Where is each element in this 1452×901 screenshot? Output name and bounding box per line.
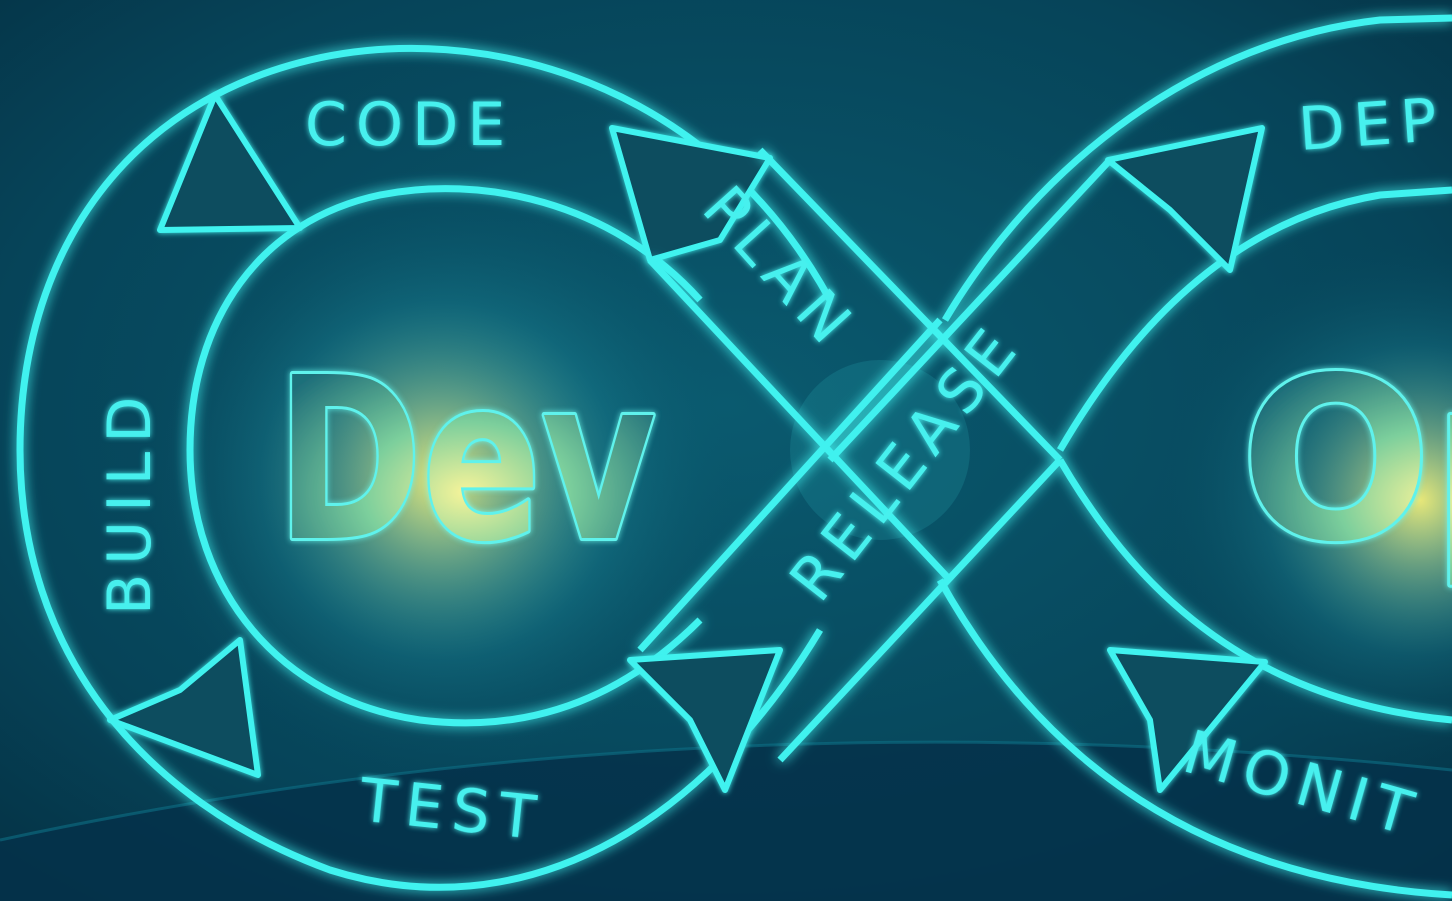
crossing-highlight <box>790 360 970 540</box>
cross-release-upper <box>827 157 1113 463</box>
arrow-code-to-plan <box>609 125 773 263</box>
word-ops: Op <box>1240 330 1452 592</box>
left-loop-inner <box>186 185 703 727</box>
cross-plan-lower <box>647 257 953 583</box>
right-core-glow <box>1160 240 1452 760</box>
cross-release-lower-2 <box>777 457 1063 763</box>
center-crossing <box>637 147 1113 763</box>
label-build: BUILD <box>95 388 165 615</box>
right-loop-outer-bottom <box>936 578 1452 899</box>
word-dev: Dev <box>276 330 656 592</box>
arrow-plan-to-test <box>627 647 783 793</box>
arrow-monitor-to-release <box>1107 647 1268 793</box>
label-code: CODE <box>305 90 514 160</box>
right-loop-arrows <box>1105 125 1268 793</box>
arrow-build-to-code <box>157 92 303 233</box>
left-loop-arrows <box>107 92 783 793</box>
left-core-glow <box>140 180 740 780</box>
left-loop-band <box>16 44 834 891</box>
arrow-test-to-build <box>107 637 261 778</box>
arrow-release-to-deploy <box>1105 125 1265 273</box>
label-deploy: DEP <box>1296 85 1448 165</box>
horizon-curve <box>0 742 1452 901</box>
cross-release-lower <box>637 317 943 653</box>
left-loop-outer <box>16 44 834 891</box>
right-loop-band <box>936 14 1452 899</box>
right-loop-inner-bottom <box>1056 458 1452 724</box>
right-loop-inner <box>1056 186 1452 452</box>
cross-plan-upper <box>757 147 1063 463</box>
right-loop-outer <box>941 14 1452 322</box>
